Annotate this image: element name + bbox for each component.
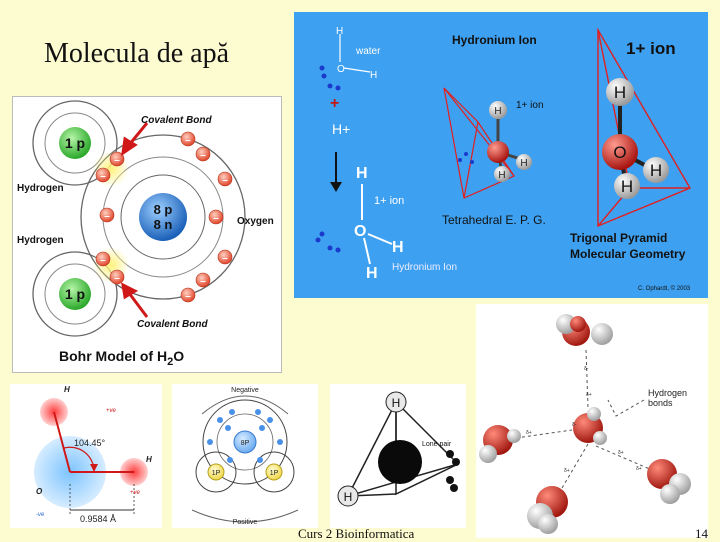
electron-label: – <box>114 273 120 284</box>
mid-charge-label: 1+ ion <box>374 195 404 207</box>
o-nucleus-protons: 8 p <box>154 202 173 217</box>
positive-label: +ve <box>130 490 141 496</box>
h-label: H <box>366 265 378 282</box>
o-label: O <box>36 487 43 496</box>
negative-label: Negative <box>231 387 259 394</box>
lone-pair-label: Lone pair <box>422 441 452 448</box>
h-label: H <box>520 158 527 169</box>
slide-footer: Curs 2 Bioinformatica <box>298 526 415 541</box>
h-label: H <box>494 106 501 117</box>
o-nucleus-label: 8P <box>241 440 250 447</box>
credit-label: C. Ophardt, © 2003 <box>638 285 691 292</box>
bond-length-label: 0.9584 Å <box>80 514 116 524</box>
hydronium-sketch-label: Hydronium Ion <box>392 262 457 273</box>
electron-label: – <box>185 135 191 146</box>
trigonal-label-1: Trigonal Pyramid <box>570 231 667 245</box>
o-nucleus-neutrons: 8 n <box>154 217 173 232</box>
electron-label: – <box>185 291 191 302</box>
h-label: H <box>392 396 401 410</box>
covalent-bond-label: Covalent Bond <box>137 319 208 330</box>
h-label: H <box>498 170 505 181</box>
h-nucleus-label: 1P <box>212 470 221 477</box>
charge-distribution-drawing: Negative Positive 8P 1P 1P <box>191 387 299 526</box>
hydrogen-bonds-label-2: bonds <box>648 398 673 408</box>
hydrogen-bonds-label-1: Hydrogen <box>648 388 687 398</box>
h-label: H <box>356 165 368 182</box>
hydrogen-label: Hydrogen <box>17 183 64 194</box>
charge-distribution-figure: Negative Positive 8P 1P 1P <box>172 384 318 528</box>
hydrogen-bonds-drawing: Hydrogen bonds δ- δ+ δ+ δ- δ+ δ+ δ+ <box>479 314 691 534</box>
h-label: H <box>64 385 70 394</box>
h-nucleus-label: 1 p <box>65 135 85 151</box>
covalent-bond-label: Covalent Bond <box>141 115 212 126</box>
h-label: H <box>392 239 404 256</box>
bohr-caption: Bohr Model of H2O <box>59 348 184 368</box>
h-label: H <box>146 455 152 464</box>
tetrahedral-label: Tetrahedral E. P. G. <box>442 213 546 227</box>
delta-plus-label: δ+ <box>564 468 570 474</box>
electron-label: – <box>213 213 219 224</box>
delta-minus-label: δ- <box>572 422 577 428</box>
water-label: water <box>355 46 381 57</box>
lone-pair-figure: H H Lone pair <box>330 384 466 528</box>
negative-label: -ve <box>36 512 45 518</box>
h-label: H <box>650 161 662 180</box>
h-plus-label: H+ <box>332 121 350 137</box>
electron-label: – <box>200 150 206 161</box>
hydronium-drawing: H O H water + H+ H O H H 1+ ion Hydroniu… <box>315 26 692 292</box>
electron-label: – <box>200 276 206 287</box>
hydronium-heading: Hydronium Ion <box>452 33 537 47</box>
electron-label: – <box>100 255 106 266</box>
h-label: H <box>344 490 353 504</box>
o-label: O <box>613 143 626 162</box>
bond-angle-figure: H H O 104.45° 0.9584 Å +ve +ve -ve <box>10 384 162 528</box>
water-h-top: H <box>336 26 343 37</box>
positive-label: Positive <box>233 519 258 526</box>
electron-label: – <box>104 211 110 222</box>
hydrogen-label: Hydrogen <box>17 235 64 246</box>
positive-label: +ve <box>106 408 117 414</box>
delta-plus-label: δ+ <box>618 450 624 456</box>
bond-angle-label: 104.45° <box>74 438 106 448</box>
delta-plus-label: δ+ <box>586 392 592 398</box>
lone-pair-drawing: H H Lone pair <box>337 391 460 507</box>
oxygen-label: Oxygen <box>237 216 274 227</box>
h-nucleus-label: 1P <box>270 470 279 477</box>
electron-label: – <box>222 175 228 186</box>
delta-minus-label: δ- <box>584 366 589 372</box>
plus-sign: + <box>330 95 339 112</box>
electron-label: – <box>100 171 106 182</box>
hydrogen-bonds-figure: Hydrogen bonds δ- δ+ δ+ δ- δ+ δ+ δ+ <box>476 304 708 538</box>
h-nucleus-label: 1 p <box>65 286 85 302</box>
hydronium-figure: H O H water + H+ H O H H 1+ ion Hydroniu… <box>294 12 708 298</box>
h-label: H <box>621 177 633 196</box>
small-charge-label: 1+ ion <box>516 100 544 111</box>
o-label: O <box>354 223 366 240</box>
water-o: O <box>337 64 345 75</box>
delta-plus-label: δ+ <box>636 466 642 472</box>
electron-label: – <box>222 253 228 264</box>
page-number: 14 <box>695 526 708 541</box>
h-label: H <box>614 83 626 102</box>
bond-angle-drawing: H H O 104.45° 0.9584 Å +ve +ve -ve <box>34 385 152 524</box>
bohr-model-figure: – – – – – – – – – – – – 1 p 1 p 8 p 8 n <box>12 96 282 373</box>
bohr-model-drawing: – – – – – – – – – – – – 1 p 1 p 8 p 8 n <box>17 100 274 368</box>
slide-title: Molecula de apă <box>44 38 230 69</box>
ion-charge-label: 1+ ion <box>626 39 676 58</box>
trigonal-label-2: Molecular Geometry <box>570 247 686 261</box>
water-h-right: H <box>370 70 377 81</box>
delta-plus-label: δ+ <box>526 430 532 436</box>
electron-label: – <box>114 155 120 166</box>
